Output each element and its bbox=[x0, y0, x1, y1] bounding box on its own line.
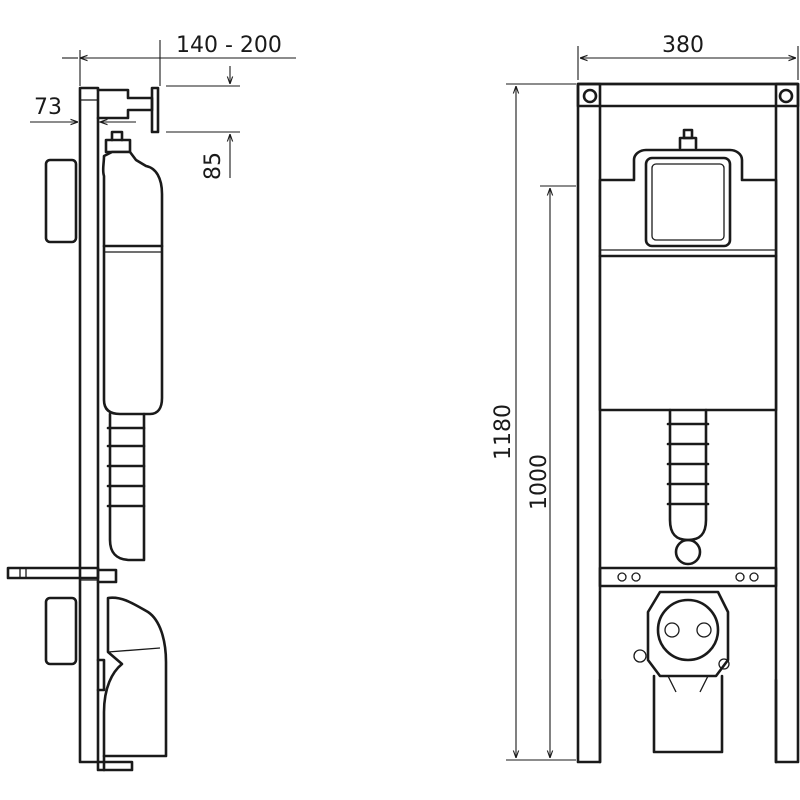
dim-label-inner-height: 1000 bbox=[527, 454, 552, 510]
side-top-clip bbox=[150, 86, 160, 134]
front-left-upright bbox=[576, 82, 602, 764]
front-flush-opening bbox=[644, 156, 732, 248]
side-wall-bracket-top bbox=[44, 158, 78, 244]
side-supply-rod bbox=[6, 566, 100, 580]
dim-label-depth: 140 - 200 bbox=[176, 33, 282, 58]
dim-label-offset: 73 bbox=[34, 95, 62, 120]
front-drain-pipe bbox=[652, 674, 724, 754]
side-view bbox=[6, 86, 168, 772]
front-top-rail bbox=[576, 82, 800, 108]
side-flush-pipe bbox=[108, 412, 146, 562]
side-drain-elbow bbox=[102, 596, 168, 758]
dim-label-total-height: 1180 bbox=[491, 404, 516, 460]
front-right-upright bbox=[774, 82, 800, 764]
front-mid-rail bbox=[598, 566, 778, 588]
side-top-bracket bbox=[96, 88, 154, 120]
dim-label-width: 380 bbox=[662, 33, 704, 58]
side-cistern-tank bbox=[101, 150, 164, 416]
front-flush-pipe bbox=[668, 408, 708, 542]
dim-label-height-offset: 85 bbox=[201, 152, 226, 180]
front-dimensions: 380 1180 1000 bbox=[491, 33, 799, 761]
side-wall-bracket-bottom bbox=[44, 596, 78, 666]
front-flush-outlet bbox=[674, 538, 702, 566]
side-dimensions: 140 - 200 73 85 bbox=[30, 33, 296, 180]
side-inlet-valve bbox=[110, 130, 124, 142]
front-view bbox=[576, 82, 800, 764]
front-cistern-tank bbox=[598, 148, 778, 412]
side-frame-upright bbox=[78, 86, 134, 772]
front-drain-connector bbox=[646, 590, 730, 678]
